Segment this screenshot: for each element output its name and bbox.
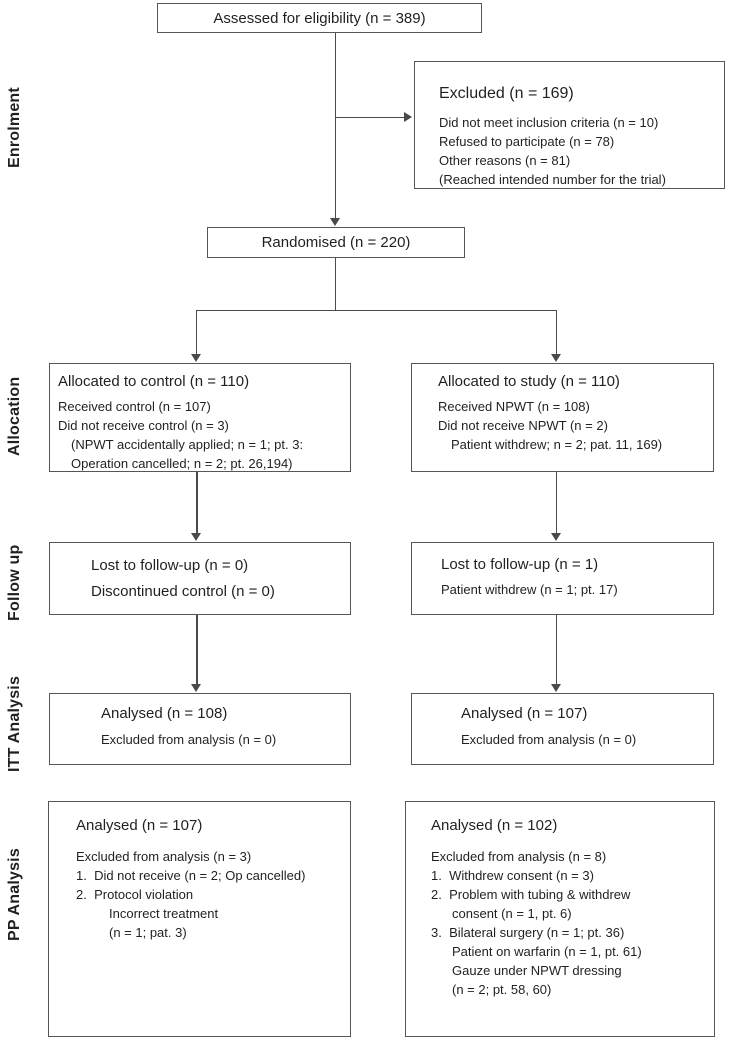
- pp-study-detail: Excluded from analysis (n = 8): [431, 849, 607, 864]
- excluded-title: Excluded (n = 169): [439, 85, 574, 102]
- connector-branch-right: [555, 310, 557, 355]
- allocated-control-detail: Operation cancelled; n = 2; pt. 26,194): [71, 456, 293, 471]
- connector-to-excluded: [335, 116, 405, 118]
- pp-study-detail: 1. Withdrew consent (n = 3): [431, 868, 594, 883]
- randomised-box: Randomised (n = 220): [207, 227, 465, 258]
- pp-control-detail: Excluded from analysis (n = 3): [76, 849, 252, 864]
- arrowhead-into-itt-control: [191, 684, 201, 692]
- followup-control-detail: Lost to follow-up (n = 0): [91, 557, 249, 574]
- allocated-control-detail: Received control (n = 107): [58, 399, 211, 414]
- randomised-title: Randomised (n = 220): [261, 234, 411, 251]
- itt-control-detail: Excluded from analysis (n = 0): [101, 732, 277, 747]
- allocated-study-box: Allocated to study (n = 110) Received NP…: [411, 363, 714, 472]
- itt-control-title: Analysed (n = 108): [101, 705, 228, 722]
- connector-alloc-to-followup-right: [555, 472, 557, 534]
- stage-label-pp-analysis: PP Analysis: [6, 848, 23, 942]
- connector-followup-to-itt-right: [555, 615, 557, 685]
- connector-randomised-down: [334, 258, 336, 310]
- stage-label-follow-up: Follow up: [6, 544, 23, 621]
- connector-branch-horizontal: [195, 309, 557, 311]
- arrowhead-into-allocated-study: [550, 354, 561, 362]
- allocated-study-detail: Patient withdrew; n = 2; pat. 11, 169): [451, 437, 663, 452]
- followup-study-box: Lost to follow-up (n = 1) Patient withdr…: [411, 542, 714, 615]
- pp-study-box: Analysed (n = 102) Excluded from analysi…: [405, 801, 715, 1037]
- arrowhead-into-followup-study: [550, 533, 561, 541]
- stage-label-allocation: Allocation: [6, 376, 23, 456]
- itt-study-title: Analysed (n = 107): [461, 705, 588, 722]
- assessed-eligibility-box: Assessed for eligibility (n = 389): [157, 3, 482, 33]
- pp-control-title: Analysed (n = 107): [76, 817, 203, 834]
- allocated-control-detail: (NPWT accidentally applied; n = 1; pt. 3…: [71, 437, 304, 452]
- followup-control-box: Lost to follow-up (n = 0) Discontinued c…: [49, 542, 351, 615]
- arrowhead-into-excluded: [404, 111, 412, 122]
- assessed-title: Assessed for eligibility (n = 389): [213, 9, 426, 27]
- excluded-reason: Did not meet inclusion criteria (n = 10): [439, 115, 659, 130]
- excluded-box: Excluded (n = 169) Did not meet inclusio…: [414, 61, 725, 189]
- allocated-study-detail: Received NPWT (n = 108): [438, 399, 590, 414]
- excluded-reason: (Reached intended number for the trial): [439, 172, 666, 187]
- itt-study-detail: Excluded from analysis (n = 0): [461, 732, 637, 747]
- stage-label-enrolment: Enrolment: [6, 87, 23, 169]
- arrowhead-into-allocated-control: [190, 354, 201, 362]
- arrowhead-into-itt-study: [550, 684, 561, 692]
- pp-control-detail: (n = 1; pat. 3): [109, 925, 187, 940]
- allocated-control-detail: Did not receive control (n = 3): [58, 418, 229, 433]
- pp-control-box: Analysed (n = 107) Excluded from analysi…: [48, 801, 351, 1037]
- excluded-reason: Refused to participate (n = 78): [439, 134, 615, 149]
- arrowhead-into-randomised: [329, 218, 340, 226]
- connector-alloc-to-followup-left: [196, 472, 198, 534]
- pp-study-detail: (n = 2; pt. 58, 60): [452, 982, 552, 997]
- allocated-study-title: Allocated to study (n = 110): [438, 373, 620, 390]
- connector-assessed-to-randomised: [334, 33, 336, 219]
- stage-label-itt-analysis: ITT Analysis: [6, 675, 23, 773]
- connector-followup-to-itt-left: [196, 615, 198, 685]
- pp-study-detail: Patient on warfarin (n = 1, pt. 61): [452, 944, 642, 959]
- pp-study-detail: 3. Bilateral surgery (n = 1; pt. 36): [431, 925, 625, 940]
- pp-study-detail: 2. Problem with tubing & withdrew: [431, 887, 631, 902]
- excluded-reason: Other reasons (n = 81): [439, 153, 571, 168]
- pp-control-detail: 1. Did not receive (n = 2; Op cancelled): [76, 868, 306, 883]
- arrowhead-into-followup-control: [191, 533, 201, 541]
- followup-study-detail: Patient withdrew (n = 1; pt. 17): [441, 582, 618, 597]
- allocated-control-box: Allocated to control (n = 110) Received …: [49, 363, 351, 472]
- connector-branch-left: [195, 310, 197, 355]
- followup-control-detail: Discontinued control (n = 0): [91, 583, 275, 600]
- itt-study-box: Analysed (n = 107) Excluded from analysi…: [411, 693, 714, 765]
- pp-control-detail: 2. Protocol violation: [76, 887, 194, 902]
- allocated-study-detail: Did not receive NPWT (n = 2): [438, 418, 608, 433]
- pp-study-detail: consent (n = 1, pt. 6): [452, 906, 572, 921]
- allocated-control-title: Allocated to control (n = 110): [58, 373, 250, 390]
- pp-control-detail: Incorrect treatment: [109, 906, 219, 921]
- pp-study-detail: Gauze under NPWT dressing: [452, 963, 622, 978]
- followup-study-title: Lost to follow-up (n = 1): [441, 556, 599, 573]
- pp-study-title: Analysed (n = 102): [431, 817, 558, 834]
- itt-control-box: Analysed (n = 108) Excluded from analysi…: [49, 693, 351, 765]
